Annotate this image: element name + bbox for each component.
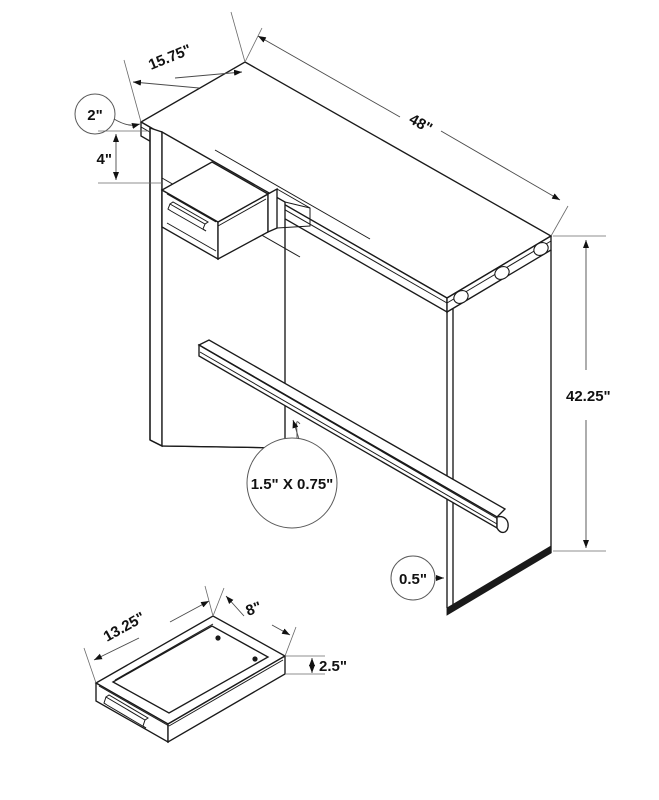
- dim-arrow-drawer-width-left: [93, 637, 140, 661]
- apron-back-line: [214, 149, 371, 240]
- handle-bar: [169, 201, 209, 225]
- dimension-apron-drop: 4": [97, 130, 162, 184]
- right-panel-bottom-edge: [446, 545, 552, 616]
- dim-arrow-length-right: [440, 130, 561, 201]
- ext-line-drawer-width-a: [83, 647, 97, 684]
- drawer-pull-handle: [167, 201, 209, 232]
- ext-line-drawer-depth-a: [212, 587, 225, 617]
- dimension-label-apron-drop: 4": [97, 151, 112, 168]
- callout-label-top-thickness: 2": [87, 107, 102, 124]
- left-panel-bottom-corner: [149, 439, 163, 447]
- detail-handle-bar: [105, 694, 149, 721]
- dim-arrow-depth-left: [132, 79, 200, 89]
- ext-line-drawer-depth-b: [284, 626, 297, 657]
- dimension-drawer-height: 2.5": [285, 655, 347, 675]
- dimension-label-depth: 15.75": [146, 41, 194, 73]
- callout-bubble-top-thickness: [74, 93, 116, 135]
- drawer-detail-scribe-b: [168, 659, 284, 727]
- drawer-front-scribe-2: [166, 222, 217, 252]
- bolt-head-icon: [453, 290, 469, 304]
- detail-handle-left-post: [103, 696, 108, 706]
- stretcher-end-cap: [496, 515, 509, 534]
- dimension-label-drawer-width: 13.25": [101, 609, 148, 646]
- ext-line-depth-b: [230, 11, 246, 63]
- callout-panel-thickness: 0.5": [390, 555, 444, 601]
- callout-bubble-stretcher: [246, 437, 338, 529]
- handle-left-post: [167, 203, 172, 212]
- dimension-drawer-depth: 8": [212, 587, 297, 657]
- stretcher-bar: [197, 339, 509, 534]
- ext-line-depth-a: [123, 59, 142, 123]
- callout-label-stretcher: 1.5" X 0.75": [251, 476, 334, 493]
- dimension-label-drawer-depth: 8": [244, 598, 264, 619]
- drawer-detail-handle: [103, 694, 149, 729]
- drawer-detail-view: 13.25" 8" 2.5": [83, 585, 347, 744]
- left-panel-thickness: [149, 127, 163, 448]
- leader-stretcher: [292, 419, 300, 440]
- bolt-head-icon: [533, 242, 549, 256]
- leader-top-thickness: [113, 118, 141, 129]
- ext-line-length-b: [550, 205, 569, 237]
- detail-handle-lower-bar: [106, 704, 147, 729]
- right-panel-bottom-scribe: [448, 547, 552, 610]
- dimension-label-drawer-height: 2.5": [319, 658, 347, 675]
- screw-hole-icon: [215, 635, 221, 641]
- dimension-height: 42.25": [553, 235, 611, 552]
- right-side-panel: [446, 250, 552, 616]
- dimension-label-length: 48": [406, 111, 435, 138]
- apron-divider: [267, 187, 278, 234]
- stretcher-scribe-1: [201, 346, 499, 520]
- main-assembly: [139, 61, 553, 616]
- apron-right-return: [276, 188, 311, 229]
- callout-stretcher-profile: 1.5" X 0.75": [246, 419, 338, 529]
- callout-label-panel-thickness: 0.5": [399, 571, 427, 588]
- drawer-front-scribe: [166, 193, 217, 223]
- hardware-group-right: [453, 242, 549, 304]
- stretcher-scribe-2: [199, 351, 498, 525]
- ext-line-length-a: [244, 27, 263, 63]
- callout-top-thickness: 2": [74, 93, 141, 135]
- screw-hole-icon: [252, 656, 258, 662]
- drawer-detail-cavity: [111, 625, 270, 714]
- dim-arrow-drawer-depth-right: [271, 624, 291, 636]
- dim-arrow-drawer-width-right: [169, 600, 210, 623]
- drawer-detail-scribe-a: [98, 685, 170, 727]
- dim-arrow-length-left: [257, 35, 401, 118]
- drawer-detail-scribe-c: [114, 623, 214, 681]
- dim-arrow-depth-right: [174, 69, 243, 79]
- handle-lower-bar: [170, 210, 207, 232]
- bolt-head-icon: [494, 266, 510, 280]
- drawer-side-scribe: [217, 198, 267, 227]
- dim-arrow-drawer-depth-left: [225, 595, 245, 617]
- drawer-assembly: [160, 149, 371, 261]
- apron-return-scribe: [284, 201, 311, 209]
- dimension-label-height: 42.25": [566, 388, 611, 405]
